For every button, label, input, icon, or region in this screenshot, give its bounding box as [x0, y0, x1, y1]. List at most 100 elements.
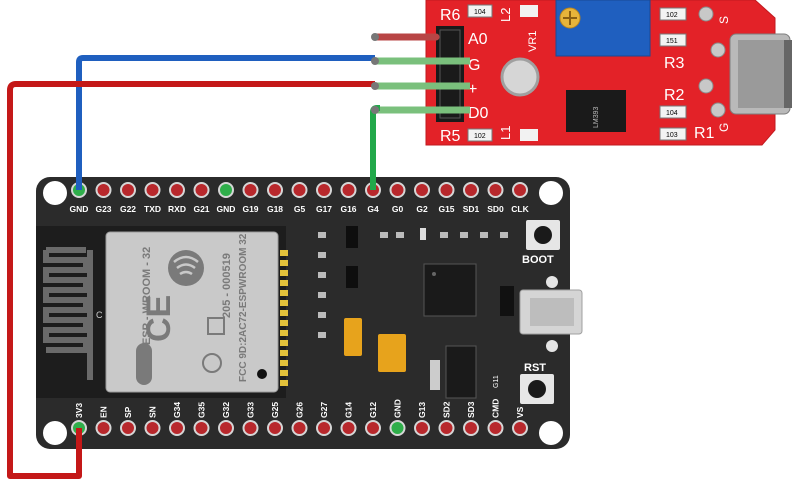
pin-label: G34	[172, 402, 182, 418]
r3-label: R3	[664, 55, 685, 72]
rst-label: RST	[524, 362, 546, 374]
pin-pad[interactable]	[365, 420, 381, 436]
pin-label-d0: D0	[468, 105, 489, 122]
pin-label: G27	[319, 402, 329, 418]
resistor-code: 151	[666, 38, 678, 45]
pin-label: G22	[120, 204, 136, 214]
pin-label: SD1	[463, 204, 480, 214]
pin-pad[interactable]	[267, 182, 283, 198]
pin-label: SP	[123, 406, 133, 418]
pin-label: G32	[221, 402, 231, 418]
resistor-code: 104	[474, 9, 486, 16]
module-name: ESP - WROOM - 32	[141, 247, 153, 345]
led-l2	[520, 5, 538, 17]
module-pad	[280, 310, 288, 316]
mount-hole	[539, 181, 563, 205]
pin-pad[interactable]	[389, 182, 406, 198]
pin-label-a0: A0	[468, 31, 488, 48]
pin-pad[interactable]	[512, 420, 528, 436]
resistor-code: 104	[666, 110, 678, 117]
s-label: S	[717, 16, 731, 24]
mount-hole	[500, 57, 540, 97]
pin-label-g: G	[468, 57, 480, 74]
pin-label: G19	[242, 204, 258, 214]
pin-pad[interactable]	[463, 182, 479, 198]
pin-pad[interactable]	[316, 420, 332, 436]
cert-mark-icon	[202, 353, 222, 373]
g-label: G	[717, 123, 731, 132]
regulator	[445, 345, 477, 399]
mount-hole	[539, 421, 563, 445]
pin-label: G21	[193, 204, 209, 214]
pin-pad[interactable]	[169, 182, 185, 198]
pin-pad[interactable]	[242, 420, 259, 436]
module-pad	[280, 360, 288, 366]
mount-hole	[43, 181, 67, 205]
pin-pad[interactable]	[463, 420, 479, 436]
pin-pad[interactable]	[438, 182, 455, 198]
pin-label: 3V3	[74, 403, 84, 418]
r6-label: R6	[440, 7, 461, 24]
wroom-module: C CE ESP - WROOM - 32 205 - 000519 FCC 9…	[36, 226, 288, 398]
pin-pad[interactable]	[144, 182, 161, 198]
pin-label: G2	[416, 204, 428, 214]
pin-pad[interactable]	[512, 182, 528, 198]
pin-pad[interactable]	[487, 420, 504, 436]
boot-label: BOOT	[522, 254, 554, 266]
pin-pad[interactable]	[291, 182, 308, 198]
pin-pad[interactable]	[144, 420, 161, 436]
l2-label: L2	[498, 8, 513, 22]
micro-usb-connector[interactable]	[519, 276, 583, 352]
pin-pad[interactable]	[193, 420, 210, 436]
pin-pad[interactable]	[316, 182, 332, 198]
gnd-wire	[76, 55, 375, 190]
pin-pad[interactable]	[414, 182, 430, 198]
pin-label: G5	[294, 204, 306, 214]
pcb-antenna	[43, 247, 93, 380]
pin-pad[interactable]	[218, 182, 234, 198]
pin-pad[interactable]	[340, 420, 357, 436]
usb-uart-chip	[423, 263, 477, 317]
pin-label: GND	[217, 204, 236, 214]
boot-button[interactable]	[526, 220, 560, 250]
pin-pad[interactable]	[95, 182, 112, 198]
module-pad	[280, 290, 288, 296]
pin-pad[interactable]	[438, 420, 455, 436]
sensor-header	[436, 26, 464, 122]
pin-label: SD3	[466, 401, 476, 418]
pin-pad[interactable]	[120, 182, 136, 198]
pin-label: G0	[392, 204, 404, 214]
module-pad	[280, 330, 288, 336]
pin-label: G15	[438, 204, 454, 214]
module-pad	[280, 300, 288, 306]
pin-pad[interactable]	[291, 420, 308, 436]
l1-label: L1	[498, 126, 513, 140]
r1-label: R1	[694, 125, 715, 142]
pin-label: GND	[393, 399, 403, 418]
pin-pad[interactable]	[389, 420, 406, 436]
pin-pad[interactable]	[193, 182, 210, 198]
pin-pad[interactable]	[414, 420, 430, 436]
pin-pad[interactable]	[95, 420, 112, 436]
pin-pad[interactable]	[242, 182, 259, 198]
pin-pad[interactable]	[218, 420, 234, 436]
pin-pad[interactable]	[169, 420, 185, 436]
pin-pad[interactable]	[267, 420, 283, 436]
pin-pad[interactable]	[340, 182, 357, 198]
rst-button[interactable]	[520, 374, 554, 404]
ce-mark: CE	[140, 295, 178, 342]
sound-sensor-module: A0 G + D0 R6 R5 104 102 L2 L1 VR1 LM393 …	[425, 0, 792, 146]
tantalum-cap	[378, 334, 406, 372]
pin-pad[interactable]	[487, 182, 504, 198]
pin-label-plus: +	[468, 81, 477, 98]
wires	[7, 33, 470, 479]
module-pad	[280, 250, 288, 256]
header-pins	[375, 57, 470, 114]
g11-label: G11	[493, 375, 500, 388]
module-pad	[280, 320, 288, 326]
pin-label: SN	[148, 406, 158, 418]
pin-pad[interactable]	[120, 420, 136, 436]
pin-label: G18	[267, 204, 283, 214]
